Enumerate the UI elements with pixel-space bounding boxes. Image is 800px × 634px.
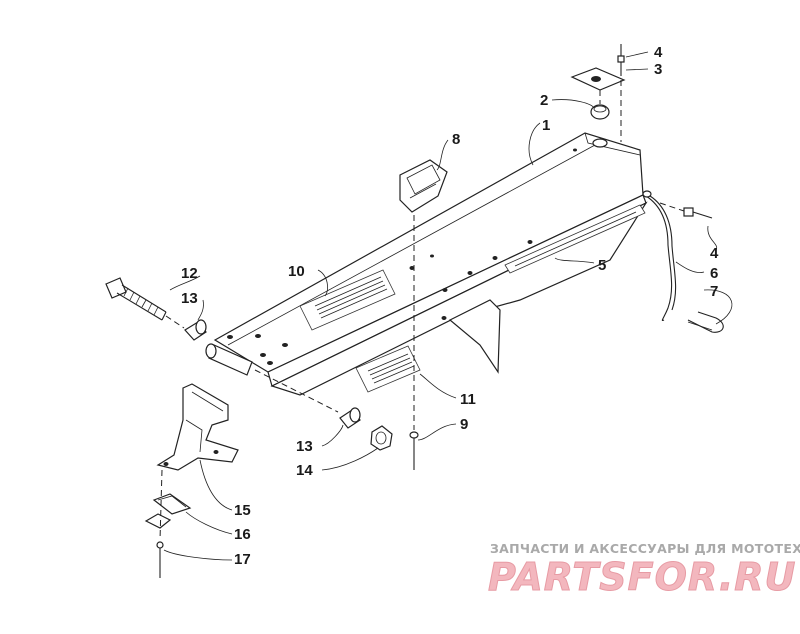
callout-9: 9	[460, 416, 468, 433]
rivet-lower	[409, 431, 419, 470]
callout-15: 15	[234, 502, 251, 519]
pad-and-rivet	[144, 493, 192, 578]
chaincase-body	[213, 132, 648, 396]
callout-14: 14	[296, 462, 313, 479]
callout-1: 1	[542, 117, 550, 134]
callout-4-top: 4	[654, 44, 663, 61]
long-bolt	[105, 277, 167, 321]
bushing-lower	[339, 407, 361, 429]
callout-13-left: 13	[181, 290, 198, 307]
lock-nut	[370, 425, 393, 451]
callout-16: 16	[234, 526, 251, 543]
callout-3: 3	[654, 61, 662, 78]
callout-labels: 1 2 3 4 4 5 6 7 8 9 10 11 12 13 13 14 15…	[181, 44, 719, 568]
grommet-and-plate	[570, 44, 626, 120]
watermark: ЗАПЧАСТИ И АКСЕССУАРЫ ДЛЯ МОТОТЕХНИКИ PA…	[488, 541, 800, 600]
watermark-subtitle: ЗАПЧАСТИ И АКСЕССУАРЫ ДЛЯ МОТОТЕХНИКИ	[490, 541, 800, 556]
assembly-lines	[159, 80, 685, 541]
leader-lines	[163, 51, 733, 561]
callout-17: 17	[234, 551, 251, 568]
callout-6: 6	[710, 265, 718, 282]
support-bracket	[156, 383, 239, 471]
callout-13-lower: 13	[296, 438, 313, 455]
bushing-left	[184, 319, 207, 341]
tether-and-pin	[642, 190, 724, 333]
callout-5: 5	[598, 257, 606, 274]
clip-bracket-part	[399, 159, 448, 213]
callout-7: 7	[710, 283, 718, 300]
callout-10: 10	[288, 263, 305, 280]
callout-2: 2	[540, 92, 548, 109]
small-bolt-right	[683, 207, 713, 219]
watermark-brand-logo: PARTSFOR.RU	[488, 555, 796, 599]
spacer-tube	[205, 343, 253, 376]
callout-4-right: 4	[710, 245, 719, 262]
callout-11: 11	[460, 391, 476, 408]
callout-12: 12	[181, 265, 198, 282]
callout-8: 8	[452, 131, 460, 148]
